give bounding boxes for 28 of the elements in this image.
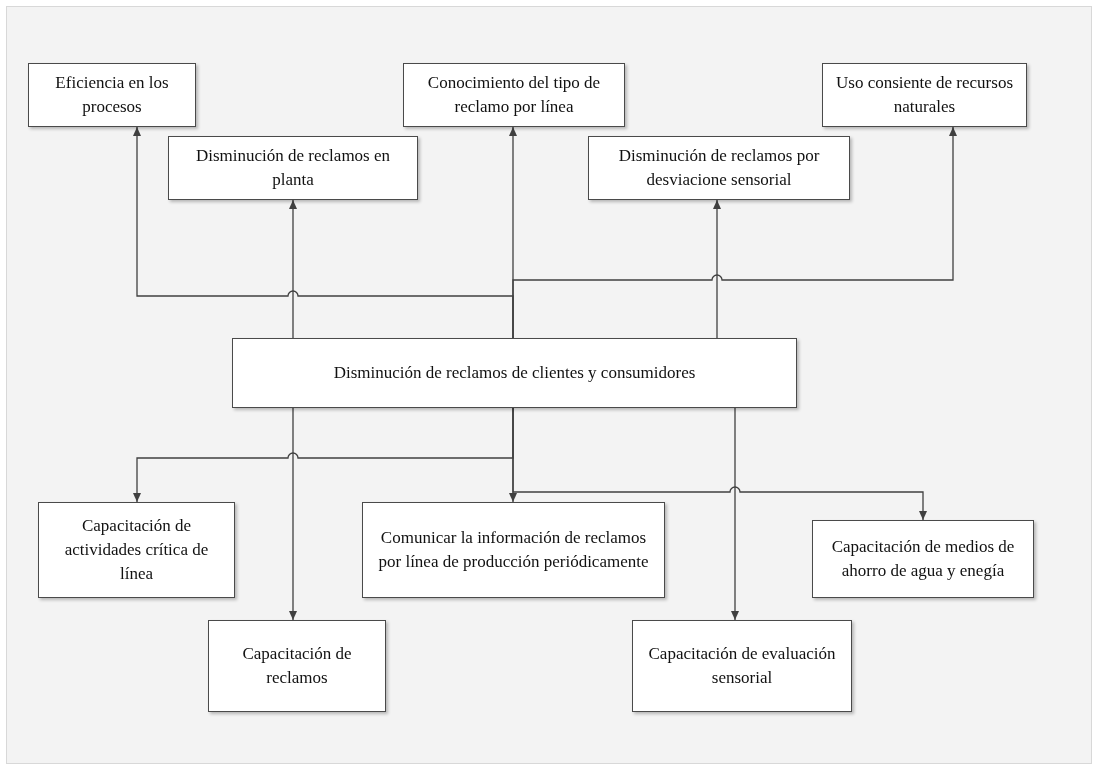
arrow (512, 126, 957, 339)
box-text: Disminución de reclamos por desviacione sensorial (617, 145, 821, 191)
box-text: Comunicar la información de reclamos por línea de producción periódicamente (377, 527, 650, 573)
box-text: Uso consiente de recursos naturales (835, 72, 1014, 118)
process-box (812, 520, 1034, 598)
arrow (731, 407, 739, 621)
process-box (632, 620, 852, 712)
process-box (28, 63, 196, 127)
arrow (289, 199, 297, 339)
arrow (289, 407, 297, 621)
box-text: Eficiencia en los procesos (54, 72, 170, 118)
process-box (232, 338, 797, 408)
box-text: Conocimiento del tipo de reclamo por línea (426, 72, 602, 118)
box-text: Capacitación de medios de ahorro de agua y enegía (830, 536, 1016, 582)
box-text: Capacitación de evaluación sensorial (647, 643, 837, 689)
process-box (168, 136, 418, 200)
arrow (512, 407, 927, 521)
box-text: Disminución de reclamos de clientes y consumidores (333, 362, 696, 384)
process-box (403, 63, 625, 127)
box-text: Capacitación de actividades crítica de línea (63, 515, 210, 585)
process-box (208, 620, 386, 712)
process-box (362, 502, 665, 598)
box-text: Disminución de reclamos en planta (195, 145, 391, 191)
process-box (588, 136, 850, 200)
process-box (38, 502, 235, 598)
process-box (822, 63, 1027, 127)
arrow (713, 199, 721, 339)
box-text: Capacitación de reclamos (241, 643, 353, 689)
